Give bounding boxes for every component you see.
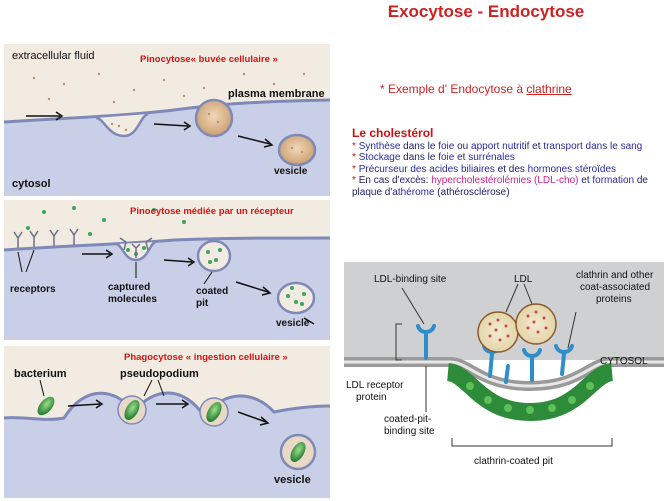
label-clathrin-1: clathrin and other: [576, 270, 654, 281]
budding-vesicle: [194, 98, 234, 138]
bacterium-2: [124, 400, 140, 420]
free-vesicle: [277, 133, 317, 167]
bullet-star: *: [352, 140, 356, 152]
plasma-membrane-line: [4, 236, 330, 252]
bullet-star: *: [352, 175, 356, 186]
item-text: et: [578, 175, 593, 186]
fluid-particles: [32, 72, 306, 154]
item-text: (athérosclérose): [434, 186, 510, 198]
label-ldl-binding-site: LDL-binding site: [374, 274, 447, 285]
label-pointers: [39, 379, 165, 397]
item-text: Synthèse: [358, 140, 401, 152]
label-plasma-membrane: plasma membrane: [228, 88, 325, 100]
label-pointers: [17, 249, 213, 285]
item-text: et des: [494, 163, 528, 175]
cholesterol-heading: Le cholestérol: [352, 126, 434, 140]
label-pseudopodium: pseudopodium: [120, 368, 199, 380]
subtitle-prefix: * Exemple d' Endocytose à: [380, 82, 527, 96]
item-text: apport nutritif: [471, 140, 530, 152]
panel-phagocytosis: [4, 346, 330, 498]
ldl-dots: [488, 310, 548, 342]
membrane-core: [344, 360, 664, 388]
coated-pit-vesicle: [196, 239, 232, 273]
bacterium-3: [206, 402, 222, 422]
bacterium-1: [37, 396, 55, 416]
item-text: dans le: [400, 140, 439, 152]
label-extracellular-fluid: extracellular fluid: [12, 50, 95, 62]
item-text: hypercholestérolémies (LDL-cho): [431, 175, 579, 186]
label-captured: captured: [108, 282, 151, 293]
label-clathrin-coated-pit: clathrin-coated pit: [474, 456, 553, 467]
receptor-shapes: [13, 228, 153, 258]
cholesterol-item-3: * Précurseur des acides biliaires et des…: [352, 164, 652, 176]
item-text: hormones stéroïdes: [527, 163, 617, 175]
item-text: En cas d'excès:: [358, 175, 432, 186]
diagram-clathrin-pit: [344, 262, 664, 447]
subtitle-underlined: clathrine: [526, 82, 572, 96]
label-ldl: LDL: [514, 274, 533, 285]
item-text: et: [454, 152, 469, 163]
cytosol-area: [4, 392, 330, 498]
label-molecules: molecules: [108, 294, 157, 305]
ldl-particle-2: [515, 303, 557, 345]
caption-receptor-pinocytosis: Pinocytose médiée par un récepteur: [130, 206, 294, 217]
label-vesicle-2: vesicle: [276, 318, 310, 329]
process-arrows: [67, 399, 270, 426]
item-text: foie: [438, 152, 455, 163]
clathrin-triskelions: [466, 382, 594, 414]
label-pointers: [395, 283, 613, 447]
item-text: et: [529, 140, 544, 152]
cholesterol-item-4: * En cas d'excès: hypercholestérolémies …: [352, 175, 652, 198]
item-text: dans le: [400, 152, 439, 163]
item-text: surrénales: [468, 152, 515, 163]
process-arrows: [26, 111, 274, 148]
cholesterol-block: Le cholestérol * Synthèse dans le foie o…: [352, 126, 652, 198]
caption-pinocytosis: Pinocytose« buvée cellulaire »: [140, 54, 278, 65]
label-coated-pit-binding-2: binding site: [384, 426, 435, 437]
cholesterol-item-2: * Stockage dans le foie et surrénales: [352, 152, 652, 164]
bullet-star: *: [352, 163, 356, 175]
label-bacterium: bacterium: [14, 368, 67, 380]
bacterium-4: [290, 442, 306, 462]
label-vesicle-3: vesicle: [274, 474, 311, 486]
item-text: transport dans le sang: [543, 140, 643, 152]
plasma-membrane-line: [4, 391, 330, 421]
label-vesicle-1: vesicle: [274, 166, 308, 177]
ldl-particle-1: [477, 311, 519, 353]
item-text: ou: [454, 140, 472, 152]
cholesterol-item-1: * Synthèse dans le foie ou apport nutrit…: [352, 141, 652, 153]
green-molecules: [26, 206, 306, 306]
item-text: Précurseur des acides biliaires: [358, 163, 495, 175]
free-vesicle: [276, 281, 316, 315]
label-receptors: receptors: [10, 284, 56, 295]
label-ldl-receptor-1: LDL receptor: [346, 380, 404, 391]
cytosol-area: [4, 238, 330, 340]
page-title: Exocytose - Endocytose: [387, 2, 585, 21]
label-cytosol-right: CYTOSOL: [600, 356, 648, 367]
caption-phagocytosis: Phagocytose « ingestion cellulaire »: [124, 352, 288, 363]
label-ldl-receptor-2: protein: [356, 392, 387, 403]
label-pit: pit: [196, 298, 209, 309]
invagination: [95, 112, 149, 138]
subtitle: * Exemple d' Endocytose à clathrine: [380, 82, 572, 96]
panel-pinocytosis: [4, 44, 330, 196]
bullet-star: *: [352, 152, 356, 163]
label-clathrin-2: coat-associated: [580, 282, 651, 293]
label-coated-pit-binding-1: coated-pit-: [384, 414, 432, 425]
process-arrows: [82, 249, 315, 325]
item-text: de plaque d': [352, 175, 648, 198]
label-coated: coated: [196, 286, 229, 297]
label-clathrin-3: proteins: [596, 294, 632, 305]
item-text: athérome: [392, 186, 435, 198]
item-text: formation: [592, 175, 635, 186]
label-cytosol: cytosol: [12, 178, 51, 190]
panel-receptor-pinocytosis: [4, 200, 330, 340]
item-text: foie: [438, 140, 455, 152]
item-text: Stockage: [358, 152, 401, 163]
cytosol-area: [4, 100, 330, 196]
